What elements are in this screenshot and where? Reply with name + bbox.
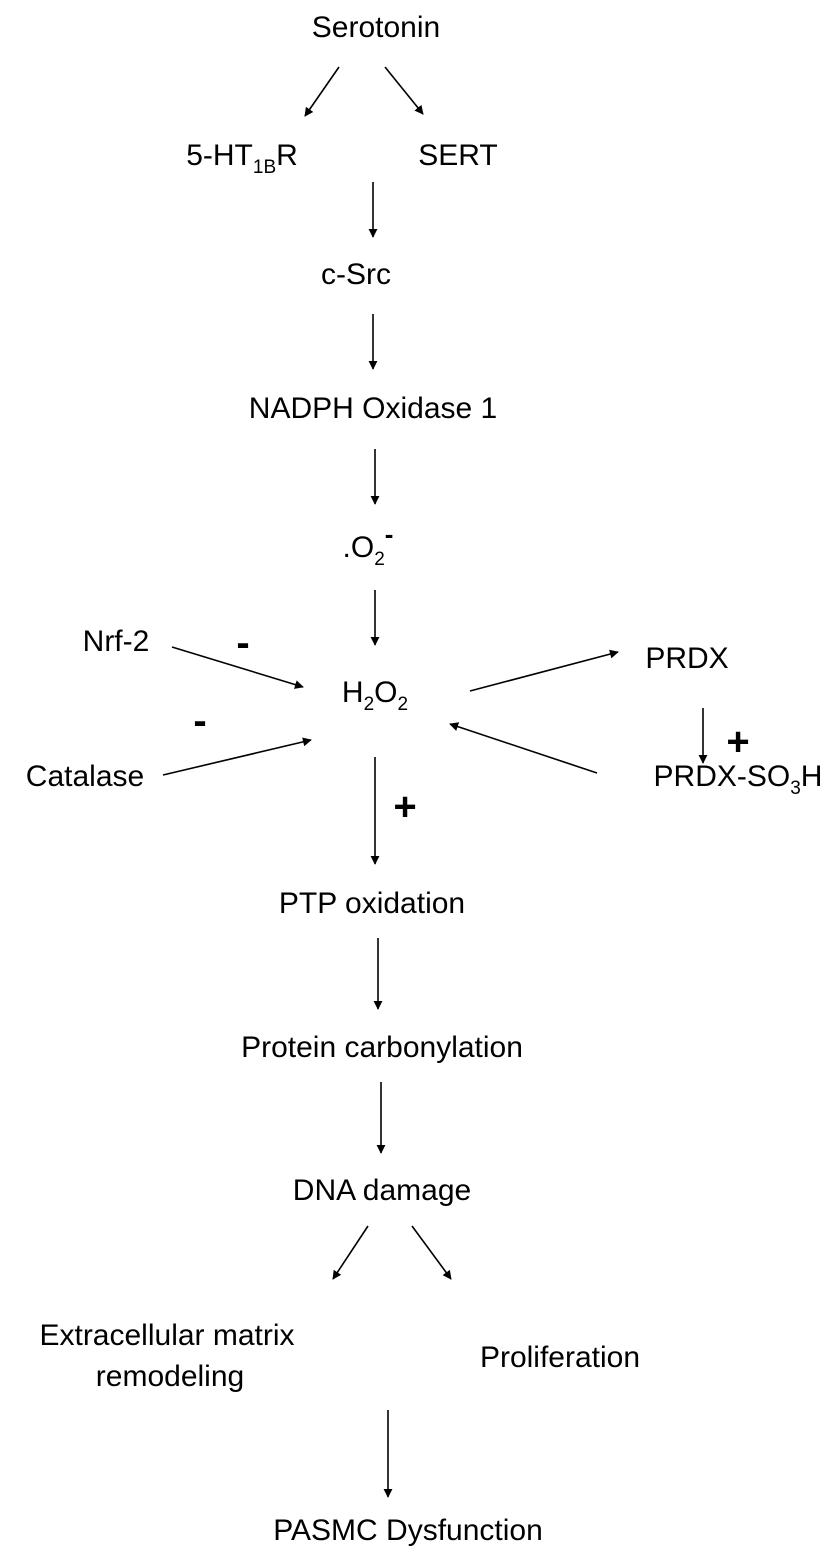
node-nadph-oxidase-1: NADPH Oxidase 1: [249, 392, 497, 425]
arrow-catalase-to-h2o2: [162, 737, 312, 776]
node-nrf2: Nrf-2: [83, 625, 150, 658]
arrow-prdx-so3h-to-h2o2: [449, 722, 598, 774]
node-5ht1b-receptor: 5-HT1BR: [186, 139, 298, 178]
sign-catalase-inhibits: -: [193, 699, 206, 743]
sign-nrf2-inhibits: -: [236, 621, 249, 665]
node-h2o2: H2O2: [342, 676, 408, 715]
node-proliferation: Proliferation: [480, 1341, 640, 1374]
arrow-serotonin-to-5ht1br: [304, 66, 340, 117]
node-ptp-oxidation: PTP oxidation: [279, 887, 465, 920]
arrow-h2o2-to-prdx: [469, 649, 619, 692]
node-serotonin: Serotonin: [312, 11, 440, 44]
node-dna-damage: DNA damage: [293, 1174, 471, 1207]
node-superoxide: .O2-: [343, 519, 394, 570]
node-ecm-remodeling-line1: Extracellular matrix: [39, 1319, 294, 1352]
node-pasmc-dysfunction: PASMC Dysfunction: [273, 1514, 543, 1547]
node-prdx-so3h: PRDX-SO3H: [654, 760, 823, 799]
node-catalase: Catalase: [26, 760, 144, 793]
sign-ptp-promotes: +: [393, 785, 416, 829]
arrow-dna-to-proliferation: [411, 1225, 452, 1280]
sign-prdx-promotes: +: [726, 720, 749, 764]
node-protein-carbonylation: Protein carbonylation: [241, 1031, 523, 1064]
arrow-nrf2-to-h2o2: [171, 646, 304, 689]
node-c-src: c-Src: [321, 258, 391, 291]
node-ecm-remodeling-line2: remodeling: [96, 1360, 244, 1393]
arrow-serotonin-to-sert: [384, 66, 424, 115]
node-sert: SERT: [418, 139, 497, 172]
arrow-dna-to-ecm-remodeling: [332, 1225, 369, 1280]
node-prdx: PRDX: [645, 642, 728, 675]
